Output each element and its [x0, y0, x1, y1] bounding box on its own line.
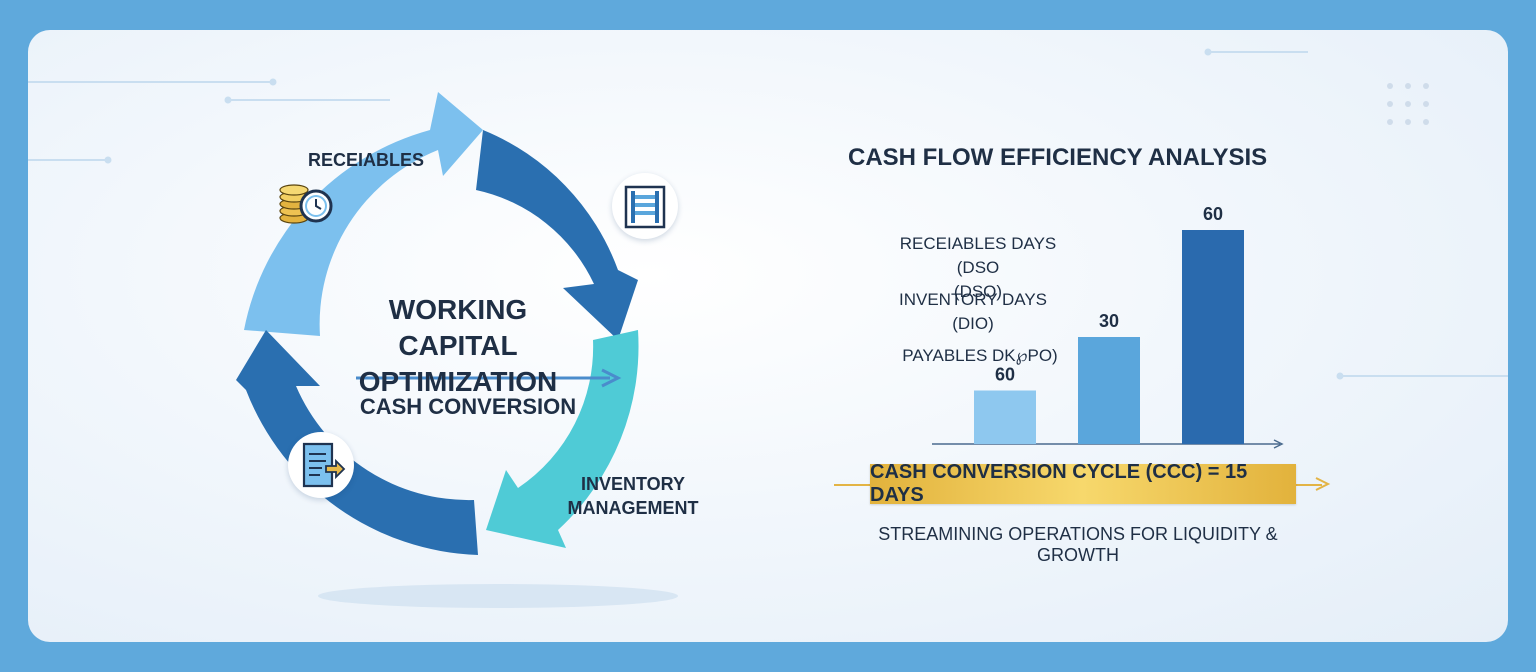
center-subtitle: CASH CONVERSION — [359, 394, 577, 419]
warehouse-shelf-icon — [612, 173, 678, 239]
cycle-diagram — [236, 92, 639, 555]
category-label-inventory: INVENTORY DAYS (DIO) — [878, 288, 1068, 336]
banner-arrow-head — [1315, 477, 1331, 491]
tagline: STREAMINING OPERATIONS FOR LIQUIDITY & G… — [878, 524, 1278, 565]
category-label-receivables: RECEIABLES DAYS (DSO (DSO) — [878, 232, 1078, 304]
bar-value-label: 60 — [995, 365, 1015, 385]
infographic-panel: RECEIABLES INVENTORY MANAGEMENT WORKING … — [28, 30, 1508, 642]
background-decoration — [28, 48, 1508, 608]
category-label-line: INVENTORY DAYS — [898, 290, 1047, 309]
bar-2 — [1078, 337, 1140, 444]
center-title: WORKING CAPITAL OPTIMIZATION — [358, 294, 558, 397]
category-label-line: (DSO) — [953, 282, 1003, 301]
ccc-banner: CASH CONVERSION CYCLE (CCC) = 15 DAYS — [870, 461, 1296, 506]
dot-grid-icon — [1387, 83, 1429, 125]
payables-arrow — [236, 330, 478, 555]
chart-title: CASH FLOW EFFICIENCY ANALYSIS — [848, 144, 1268, 171]
bar-1 — [974, 390, 1036, 444]
category-label-line: RECEIABLES DAYS (DSO — [899, 234, 1057, 277]
category-label-line: (DIO) — [952, 314, 994, 333]
banner-arrow-left — [834, 484, 874, 486]
receivables-arrow — [244, 92, 483, 336]
banner-arrow-right — [1292, 484, 1322, 486]
inventory-management-label: INVENTORY MANAGEMENT — [567, 474, 699, 518]
bar-3 — [1182, 230, 1244, 444]
invoice-payment-icon — [288, 432, 354, 498]
receivables-label: RECEIABLES — [307, 150, 424, 170]
bar-chart: 60 30 60 — [932, 204, 1284, 449]
category-label-payables: PAYABLES DK℘PO) — [890, 344, 1070, 368]
bar-value-label: 30 — [1099, 311, 1119, 331]
inventory-top-arrow — [476, 130, 638, 340]
coins-clock-icon — [270, 172, 336, 238]
bar-value-label: 60 — [1203, 204, 1223, 224]
category-label-line: PAYABLES DK℘PO) — [902, 346, 1058, 365]
inventory-management-arrow — [486, 330, 639, 548]
center-arrow-head — [601, 368, 622, 388]
x-axis-arrow — [1273, 439, 1284, 449]
